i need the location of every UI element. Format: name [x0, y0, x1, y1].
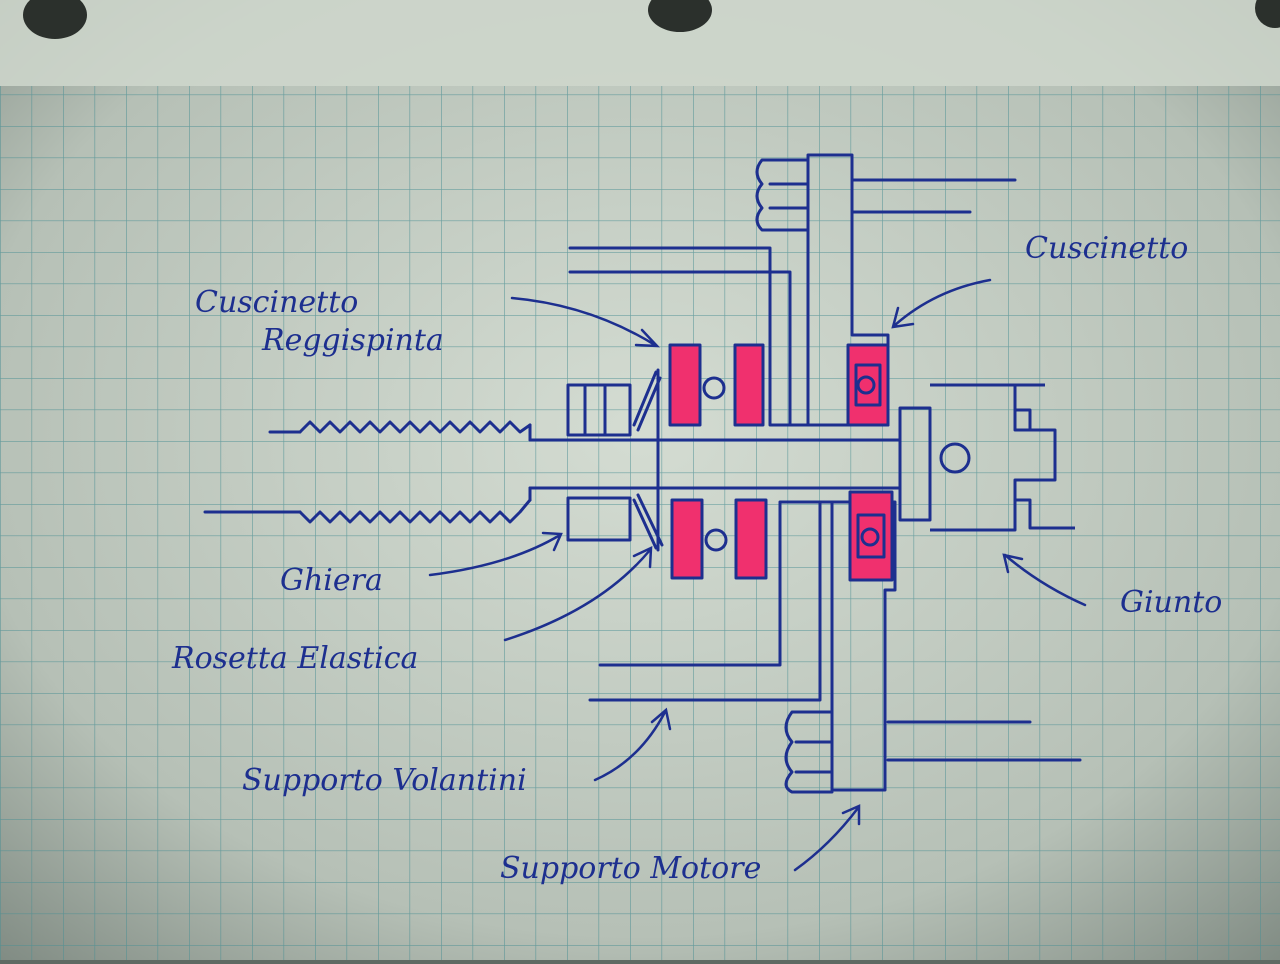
spring-washer-top: [632, 370, 662, 432]
arrows: [428, 278, 1087, 872]
bolt-head-top: [755, 158, 810, 232]
coupling: [898, 383, 1075, 532]
bolt-head-bottom-lines: [794, 740, 834, 774]
grid-paper: [0, 86, 1280, 960]
paper-top-margin: [0, 0, 1280, 86]
coupling-body: [930, 383, 1057, 532]
thrust-bearing-race: [734, 498, 768, 580]
binder-hole: [1255, 0, 1280, 28]
coupling-outer: [1015, 383, 1075, 530]
thrust-bearing-ball: [704, 528, 728, 552]
bolt-head-top-lines: [768, 182, 810, 210]
threaded-rod-bottom-teeth: [298, 498, 532, 524]
handwheel-support-bottom-inner: [588, 500, 822, 702]
radial-bearing: [846, 343, 890, 427]
thrust-bearing-race: [668, 343, 702, 427]
radial-bearing: [848, 490, 894, 582]
thrust-bearing-race: [733, 343, 765, 427]
radial-bearing-ball: [860, 527, 880, 547]
coupling-collar: [898, 406, 932, 522]
thrust-bearing-race: [670, 498, 704, 580]
radial-bearing-inner: [856, 513, 886, 559]
handwheel-support-top-inner: [568, 270, 792, 427]
bolt-head-bottom: [784, 710, 834, 794]
ring-nut-top-lines: [583, 383, 607, 437]
label-supporto-motore: Supporto Motore: [500, 851, 761, 886]
coupling-pin: [939, 442, 971, 474]
handwheel-support-bottom: [598, 500, 822, 667]
ring-nut-top: [566, 383, 632, 437]
arrow-supporto-volantini: [593, 707, 672, 782]
label-giunto: Giunto: [1120, 585, 1222, 620]
arrow-giunto: [1002, 553, 1087, 607]
arrow-supporto-motore: [793, 804, 861, 872]
binder-hole: [23, 0, 87, 39]
thrust-bearing-ball: [702, 376, 726, 400]
binder-hole: [648, 0, 712, 32]
label-ghiera: Ghiera: [280, 563, 383, 598]
radial-bearing-ball: [856, 375, 876, 395]
bearings: [668, 343, 894, 582]
label-cuscinetto-reggispinta-line2: Reggispinta: [261, 323, 444, 358]
radial-bearing-inner: [854, 363, 882, 407]
label-supporto-volantini: Supporto Volantini: [242, 763, 527, 798]
arrow-cuscinetto: [891, 278, 992, 329]
label-cuscinetto: Cuscinetto: [1025, 231, 1188, 266]
threaded-rod-top-teeth: [298, 420, 532, 434]
arrow-cuscinetto-reggispinta: [510, 296, 661, 348]
mechanism: [203, 153, 1082, 794]
ring-nut-bottom: [566, 496, 632, 542]
arrow-ghiera: [428, 531, 563, 577]
label-cuscinetto-reggispinta-line1: Cuscinetto: [195, 285, 358, 320]
motor-support-bottom: [818, 500, 897, 792]
label-rosetta-elastica: Rosetta Elastica: [171, 641, 418, 676]
arrow-rosetta: [503, 545, 653, 642]
